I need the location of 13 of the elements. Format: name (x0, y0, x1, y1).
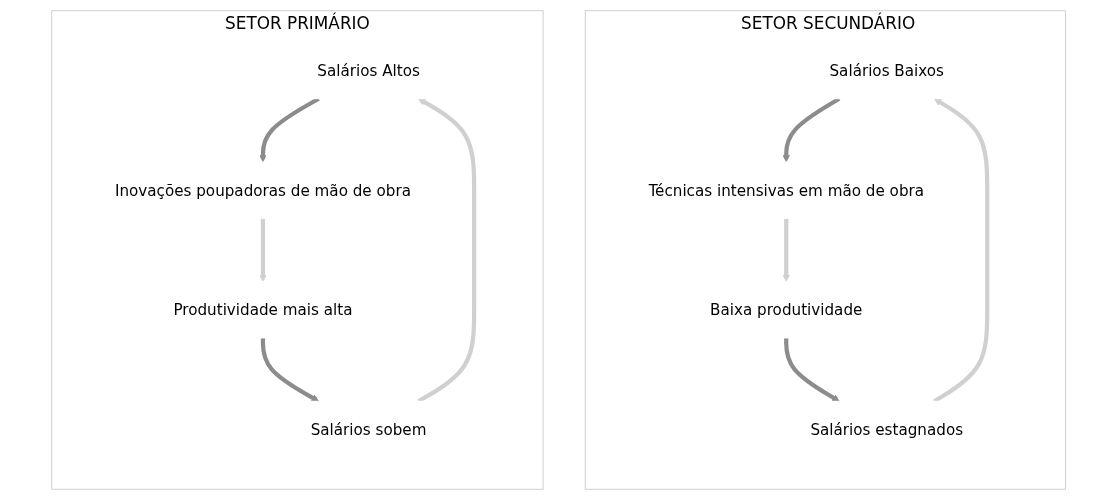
node-text: Salários Baixos (829, 61, 945, 80)
node-text: Inovações poupadoras de mão de obra (115, 181, 412, 200)
arrow (784, 338, 841, 402)
arrow (933, 98, 990, 403)
node-text: Salários estagnados (810, 420, 964, 439)
node-text: Salários Altos (317, 61, 421, 80)
arrow (261, 338, 320, 402)
arrow (782, 218, 791, 282)
node-text: Baixa produtividade (710, 300, 863, 319)
node-text: Salários sobem (311, 420, 427, 439)
arrow (259, 218, 268, 282)
node-text: Produtividade mais alta (173, 300, 353, 319)
node-text: Técnicas intensivas em mão de obra (648, 181, 925, 200)
